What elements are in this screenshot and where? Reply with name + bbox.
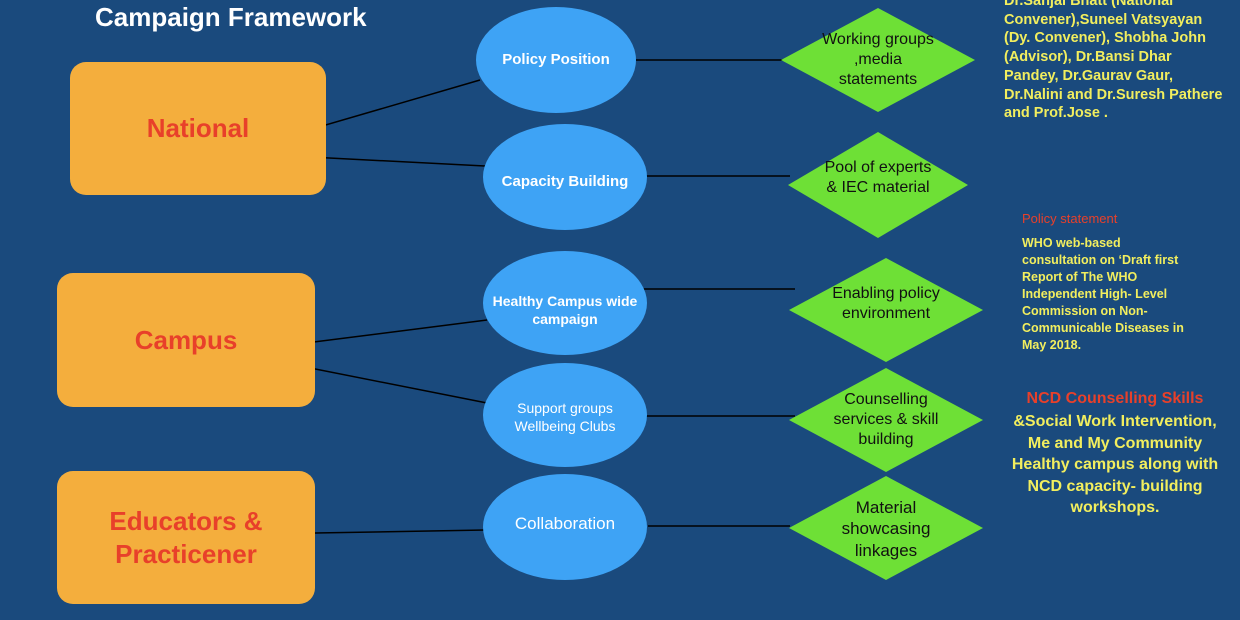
output-enabling-policy: Enabling policy environment: [832, 285, 940, 322]
output-counselling: Counselling services & skill building: [833, 391, 939, 448]
level-educators: Educators & Practicener: [57, 471, 315, 604]
connector: [314, 529, 486, 534]
policy-statement-heading: Policy statement: [1022, 211, 1118, 226]
level-national: National: [70, 62, 326, 195]
level-campus: Campus: [57, 273, 315, 407]
output-diamond: [789, 258, 983, 362]
ncd-heading: NCD Counselling Skills: [1026, 390, 1204, 407]
connector: [289, 319, 488, 346]
activity-healthy-campus: Healthy Campus wide campaign: [492, 292, 638, 327]
activity-policy-position: Policy Position: [502, 51, 610, 69]
activity-ellipse: [476, 7, 636, 113]
activity-support-groups: Support groups Wellbeing Clubs: [514, 399, 616, 434]
output-diamond: [789, 476, 983, 580]
ncd-body: &Social Work Intervention, Me and My Com…: [1011, 413, 1219, 516]
output-working-groups: Working groups ,media statements: [822, 31, 934, 88]
activity-ellipse: [483, 124, 647, 230]
activity-collaboration: Collaboration: [514, 513, 616, 533]
activity-ellipse: [483, 474, 647, 580]
output-diamond: [781, 8, 975, 112]
connector: [284, 362, 488, 404]
activity-ellipse: [483, 363, 647, 467]
policy-statement-body: WHO web-based consultation on ‘Draft fir…: [1022, 236, 1184, 352]
team-note: Dr.Sanjai Bhatt (National Convener),Sune…: [1004, 0, 1223, 122]
activity-ellipse: [483, 251, 647, 355]
output-material: Material showcasing linkages: [841, 498, 931, 560]
activity-capacity-building: Capacity Building: [501, 173, 629, 191]
output-diamond: [788, 132, 968, 238]
connector: [304, 79, 481, 132]
output-pool-of-experts: Pool of experts & IEC material: [824, 159, 932, 196]
connector: [309, 156, 486, 167]
output-diamond: [789, 368, 983, 472]
page-title: Campaign Framework: [95, 2, 367, 32]
